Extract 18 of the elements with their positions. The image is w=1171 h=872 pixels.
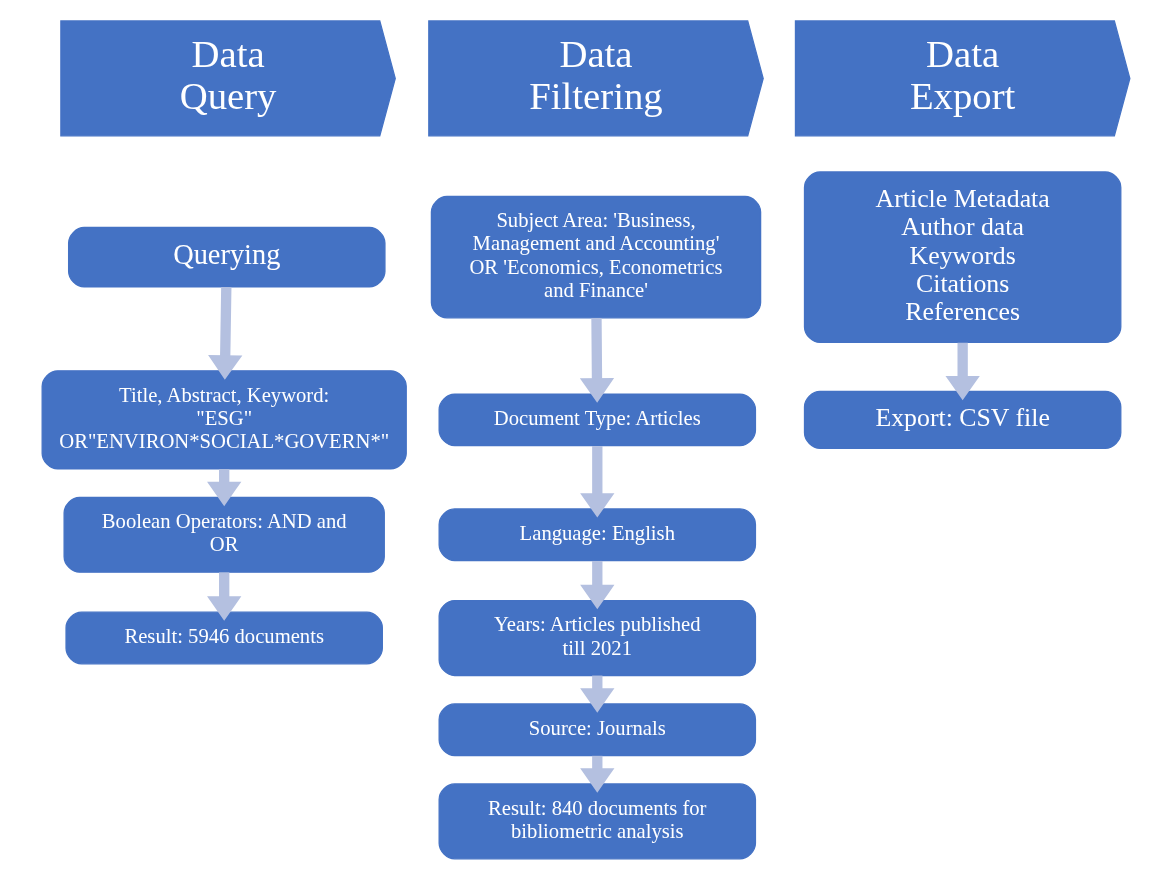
arrow bbox=[945, 342, 980, 401]
arrow bbox=[207, 287, 242, 380]
node-box: Boolean Operators: AND and OR bbox=[62, 496, 385, 573]
arrow bbox=[579, 446, 614, 518]
node-box: Result: 5946 documents bbox=[64, 611, 383, 665]
node-box: Querying bbox=[67, 226, 386, 288]
node-box: Document Type: Articles bbox=[438, 393, 756, 447]
node-box: Years: Articles published till 2021 bbox=[438, 599, 756, 677]
arrow bbox=[579, 560, 614, 610]
arrow bbox=[206, 572, 241, 621]
node-box: Article Metadata Author data Keywords Citations References bbox=[803, 171, 1121, 344]
node-box: Subject Area: 'Business, Management and Accounting' OR 'Economics, Econometrics and Finance' bbox=[430, 195, 761, 319]
arrow bbox=[579, 318, 614, 403]
node-box: Title, Abstract, Keyword: "ESG" OR"ENVIRON*SOCIAL*GOVERN*" bbox=[41, 370, 407, 470]
node-box: Result: 840 documents for bibliometric analysis bbox=[438, 783, 756, 860]
node-box: Language: English bbox=[438, 508, 756, 562]
node-box: Source: Journals bbox=[438, 703, 756, 757]
node-box: Export: CSV file bbox=[803, 390, 1121, 449]
